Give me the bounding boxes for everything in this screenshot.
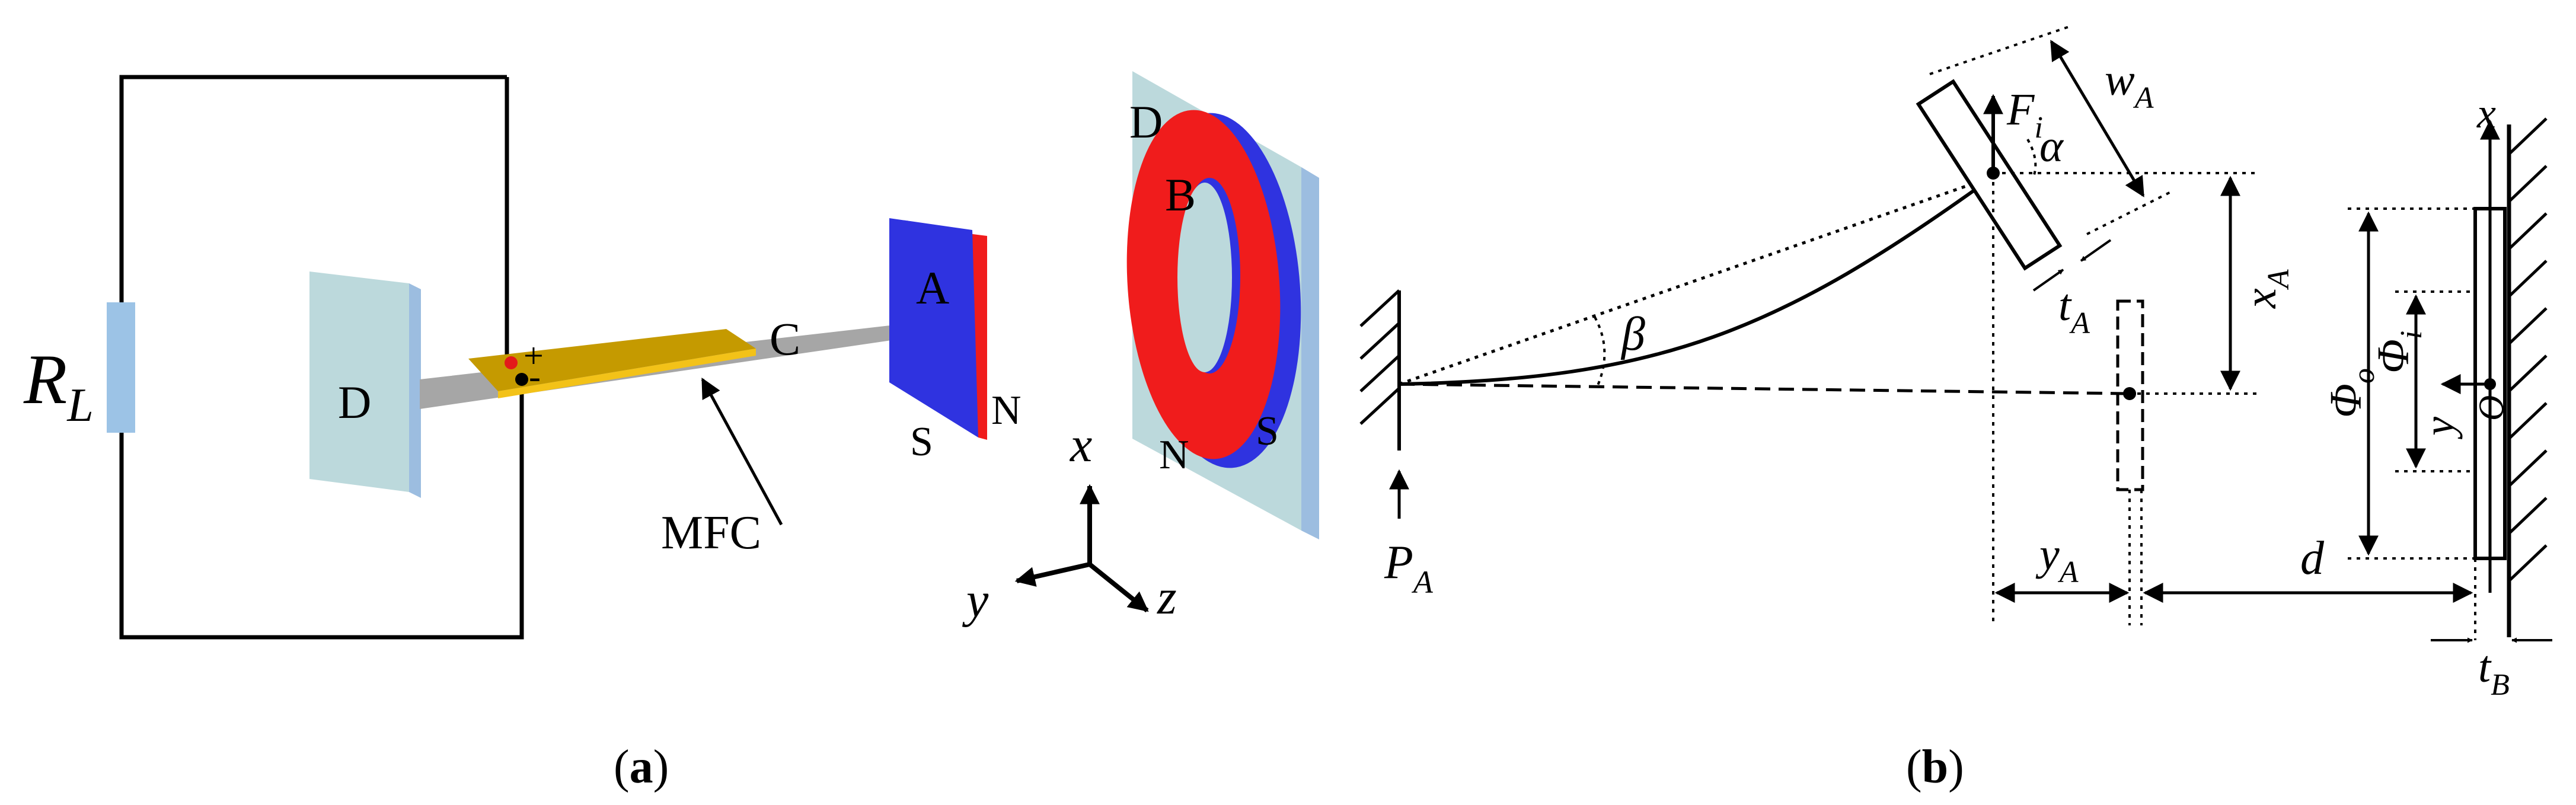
force-label: Fi <box>2006 85 2043 145</box>
wa-ext-bottom <box>2086 190 2173 235</box>
axis-z-label: z <box>1157 570 1177 625</box>
ring-wall-hatch <box>2508 117 2548 582</box>
ta-arrow-out <box>2080 239 2112 262</box>
wa-label: wA <box>2105 55 2154 115</box>
beta-label: β <box>1620 308 1645 360</box>
magnet-n-pole: N <box>991 388 1022 433</box>
plus-label: + <box>524 336 544 375</box>
ring-magnet <box>1126 110 1301 468</box>
magnet-a-label: A <box>916 262 949 314</box>
beam-label: C <box>770 313 800 365</box>
clamp-hatch <box>1359 289 1400 425</box>
ring-label: B <box>1165 169 1196 221</box>
resistor <box>107 302 135 433</box>
caption-b: (b) <box>1906 741 1964 793</box>
axis-y-label: y <box>962 573 989 628</box>
alpha-arc <box>2026 139 2037 177</box>
circuit-wire <box>119 75 524 640</box>
magnet-a-blue-face <box>889 218 978 437</box>
origin-label: O <box>2472 395 2511 421</box>
d-label: d <box>2300 532 2325 584</box>
minus-label: - <box>529 357 541 396</box>
left-frame-label: D <box>338 376 371 428</box>
ya-label: yA <box>2035 529 2079 589</box>
coord-y-label: y <box>2415 417 2463 440</box>
right-frame-side <box>1301 167 1319 539</box>
ring-n-pole: N <box>1159 432 1189 478</box>
axis-x-label: x <box>1069 417 1092 472</box>
right-frame-label: D <box>1129 96 1163 148</box>
rest-centroid <box>2123 387 2136 400</box>
axis-z-arrow <box>1088 562 1149 613</box>
ring-s-pole: S <box>1256 408 1279 454</box>
minus-terminal <box>515 373 528 386</box>
plus-terminal <box>505 356 518 369</box>
phio-label: Φo <box>2321 368 2381 418</box>
xa-label: xA <box>2236 269 2296 309</box>
left-frame <box>309 271 409 492</box>
coord-x-label: x <box>2476 90 2496 137</box>
chord-line <box>1399 175 1994 386</box>
panel-b: β PA Fi wA α xA <box>1359 25 2552 793</box>
beta-arc <box>1594 317 1606 386</box>
mfc-patch-edge <box>498 349 756 398</box>
panel-a: RL D + - C MFC A S N x y z <box>23 71 1319 793</box>
phii-label: Φi <box>2368 331 2428 373</box>
magnet-s-pole: S <box>910 419 933 465</box>
tb-label: tB <box>2478 642 2510 702</box>
resistor-label: RL <box>23 340 94 432</box>
alpha-label: α <box>2039 122 2064 171</box>
rest-magnet <box>2116 299 2144 491</box>
ta-label: tA <box>2058 280 2090 340</box>
mfc-patch <box>468 329 756 391</box>
caption-a: (a) <box>614 741 669 793</box>
undeflected-beam <box>1399 382 2129 395</box>
wa-dimension <box>2050 40 2145 197</box>
mfc-pointer-arrow <box>701 378 783 526</box>
deflected-beam <box>1399 175 1994 386</box>
load-label: PA <box>1384 536 1434 600</box>
axis-y-arrow <box>1014 562 1090 587</box>
ta-arrow-in <box>2032 269 2064 292</box>
wa-ext-top <box>1929 25 2070 75</box>
mfc-label: MFC <box>661 507 761 559</box>
left-frame-side <box>409 283 421 498</box>
